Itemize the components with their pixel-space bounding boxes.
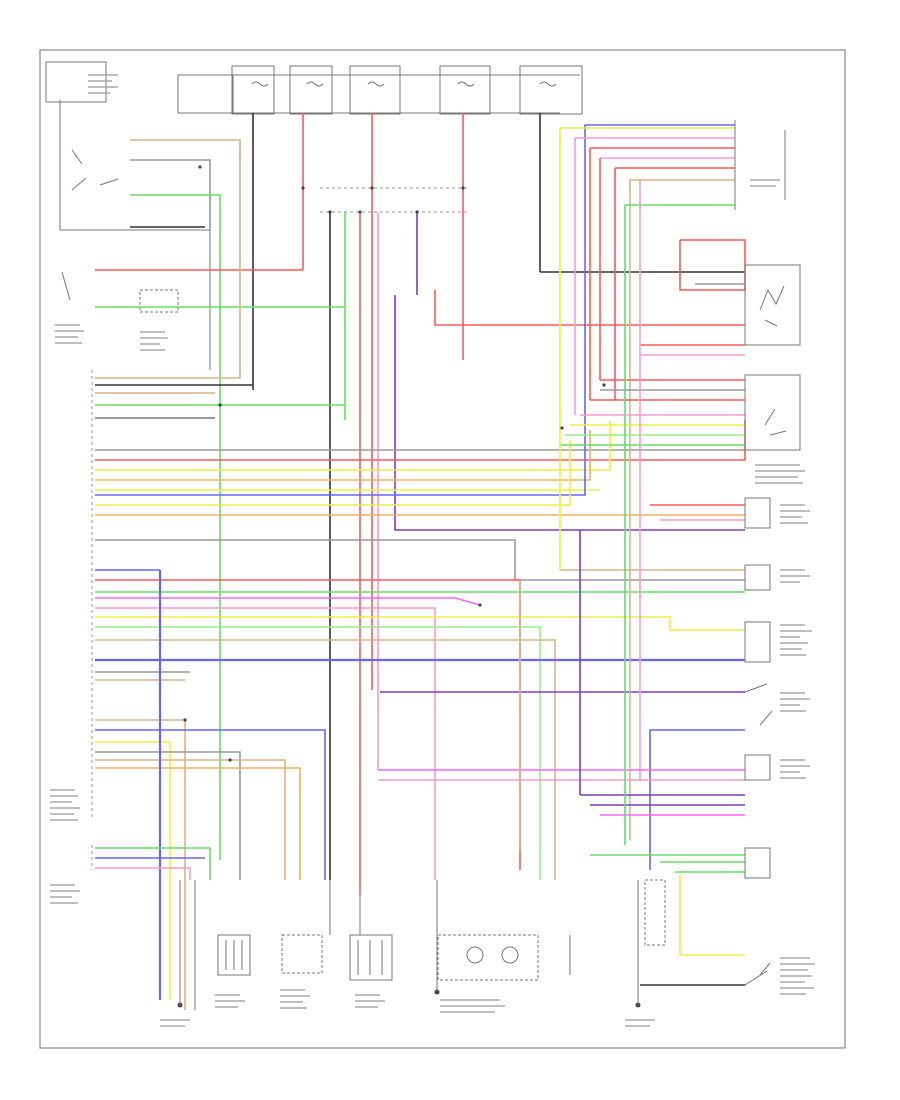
fuse-box-e	[519, 65, 583, 115]
fuse-box-b	[289, 65, 333, 115]
fuse-symbol	[251, 81, 557, 87]
sensor-box-position	[744, 374, 801, 451]
splice-points	[183, 165, 606, 762]
wire-runs	[95, 113, 746, 1010]
switch-symbol	[744, 962, 771, 986]
sensor-box-center	[349, 934, 393, 981]
connector-symbol	[744, 847, 771, 879]
left-label-ticks	[50, 74, 815, 1027]
sensor-coil	[759, 285, 785, 327]
top-power-boxes	[45, 61, 583, 115]
power-box-2	[177, 74, 234, 114]
connector-symbol	[744, 621, 771, 663]
fuse-box-c	[349, 65, 401, 115]
connector-symbol	[744, 497, 771, 529]
sensor-coil	[501, 946, 519, 964]
switch-symbol	[71, 149, 119, 191]
fuse-box-d	[439, 65, 491, 115]
sensor-coil	[466, 946, 484, 964]
solenoid-box	[437, 934, 539, 981]
speed-sensor-box	[217, 934, 251, 976]
diagram-border	[39, 49, 846, 1049]
power-box-1	[45, 61, 107, 103]
switch-symbol	[61, 271, 71, 301]
switch-symbol	[744, 683, 773, 726]
switch-symbol	[764, 408, 787, 436]
relay-box	[139, 289, 179, 313]
ignition-switch-area	[59, 100, 211, 370]
connector-box	[281, 934, 323, 974]
fuse-box-a	[231, 65, 275, 115]
sensor-box-throttle	[744, 264, 801, 346]
connector-symbol	[644, 879, 666, 946]
connector-symbol	[744, 754, 771, 781]
bottom-components	[177, 880, 641, 1010]
connector-symbol	[744, 564, 771, 591]
right-components	[644, 120, 801, 986]
